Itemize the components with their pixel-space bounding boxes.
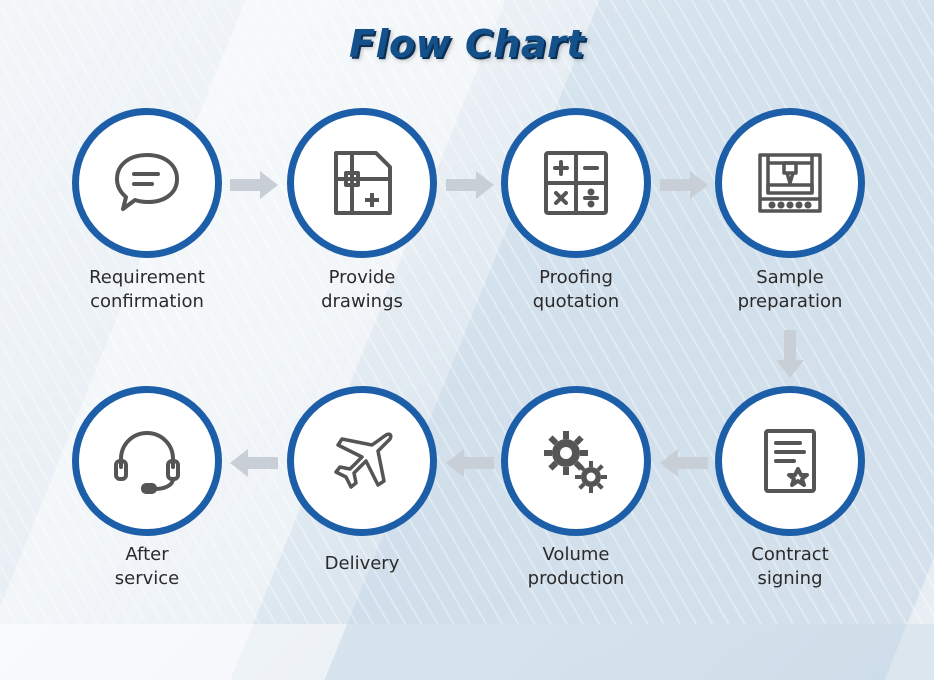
arrow-left <box>660 449 708 477</box>
step-sample-preparation <box>715 108 865 258</box>
step-label: Sample preparation <box>737 267 843 312</box>
step-label: Delivery <box>324 553 400 574</box>
airplane-icon <box>334 432 393 489</box>
drawing-plan-icon <box>334 151 392 215</box>
page-title: Flow Chart <box>349 22 585 66</box>
calculator-icon <box>544 151 608 215</box>
step-circle <box>501 386 651 536</box>
step-requirement-confirmation <box>72 108 222 258</box>
arrow-right <box>660 171 708 199</box>
step-label: After service <box>114 544 180 589</box>
arrow-left <box>446 449 494 477</box>
arrow-left <box>230 449 278 477</box>
step-volume-production <box>501 386 651 536</box>
arrow-right <box>230 171 278 199</box>
step-contract-signing <box>715 386 865 536</box>
contract-certificate-icon <box>764 429 816 493</box>
step-label: Proofing quotation <box>532 267 620 312</box>
step-circle <box>72 108 222 258</box>
step-circle <box>715 108 865 258</box>
gears-icon <box>544 431 607 493</box>
step-circle <box>715 386 865 536</box>
arrow-down <box>776 330 804 378</box>
step-label: Contract signing <box>751 544 829 589</box>
step-delivery <box>287 386 437 536</box>
headset-icon <box>114 430 180 494</box>
step-circle <box>287 108 437 258</box>
arrow-right <box>446 171 494 199</box>
step-circle <box>501 108 651 258</box>
step-after-service <box>72 386 222 536</box>
step-circle <box>287 386 437 536</box>
step-label: Requirement confirmation <box>89 267 205 312</box>
step-provide-drawings <box>287 108 437 258</box>
cnc-machine-icon <box>758 153 822 213</box>
step-proofing-quotation <box>501 108 651 258</box>
chat-bubble-icon <box>115 153 179 211</box>
step-circle <box>72 386 222 536</box>
step-label: Volume production <box>527 544 625 589</box>
step-label: Provide drawings <box>321 267 403 312</box>
